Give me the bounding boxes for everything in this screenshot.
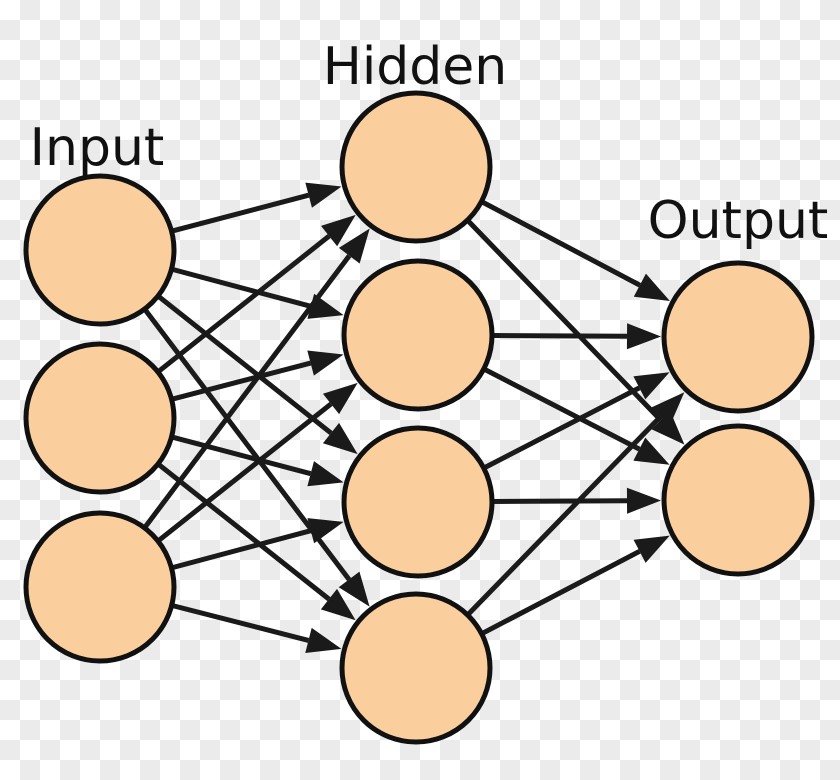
arrow-head-icon (322, 422, 358, 455)
arrow-head-icon (305, 627, 342, 654)
edge-line (157, 462, 331, 602)
edge-line (157, 401, 333, 543)
edge-h3-to-o1 (483, 372, 670, 470)
arrow-head-icon (322, 382, 358, 415)
edge-line (143, 254, 352, 529)
arrow-head-icon (307, 461, 344, 487)
edge-line (171, 192, 310, 234)
edge-i1-to-h3 (157, 294, 358, 455)
edge-h1-to-o1 (481, 199, 670, 302)
edge-i2-to-h2 (171, 350, 344, 402)
edge-line (171, 266, 312, 309)
edge-h4-to-o2 (481, 535, 670, 636)
edge-h2-to-o2 (483, 367, 670, 465)
arrow-head-icon (626, 323, 661, 350)
output-node-2[interactable] (661, 423, 815, 577)
edge-h2-to-o1 (492, 323, 661, 350)
edge-i1-to-h1 (171, 182, 342, 234)
hidden-node-3[interactable] (341, 425, 495, 579)
label-input: Input (30, 118, 165, 178)
edge-line (483, 367, 641, 452)
arrow-head-icon (651, 392, 685, 426)
label-hidden: Hidden (323, 37, 508, 97)
hidden-node-2[interactable] (341, 258, 495, 412)
arrow-head-icon (338, 228, 370, 264)
arrow-head-icon (633, 437, 670, 465)
edge-line (171, 528, 312, 571)
nodes-group (23, 90, 815, 745)
input-node-3[interactable] (23, 510, 177, 664)
arrow-head-icon (651, 411, 685, 445)
arrow-head-icon (633, 372, 670, 400)
edge-i2-to-h4 (157, 462, 356, 621)
edge-h3-to-o2 (492, 487, 661, 514)
arrow-head-icon (307, 350, 344, 376)
arrow-head-icon (321, 214, 356, 247)
edge-i2-to-h3 (171, 434, 344, 487)
edge-line (481, 199, 642, 288)
arrow-head-icon (307, 518, 344, 544)
edge-i3-to-h3 (171, 518, 344, 571)
input-node-2[interactable] (23, 341, 177, 495)
hidden-node-1[interactable] (339, 90, 493, 244)
edge-line (157, 234, 331, 374)
arrow-head-icon (633, 273, 670, 302)
edge-h1-to-o2 (466, 219, 685, 445)
edge-line (481, 549, 641, 636)
edges-group (143, 182, 685, 654)
arrow-head-icon (320, 588, 356, 621)
edge-line (483, 385, 641, 470)
input-node-1[interactable] (23, 173, 177, 327)
arrow-head-icon (338, 571, 370, 607)
label-output: Output (648, 191, 829, 251)
edge-line (466, 219, 663, 422)
arrow-head-icon (305, 182, 342, 208)
arrow-head-icon (633, 535, 670, 563)
edge-line (157, 294, 333, 436)
edge-i3-to-h4 (172, 603, 342, 654)
edge-line (492, 498, 628, 505)
edge-i2-to-h1 (157, 214, 356, 374)
edge-line (171, 434, 312, 477)
edge-line (172, 603, 310, 643)
edge-line (492, 332, 628, 339)
edge-line (171, 360, 312, 402)
edge-line (466, 414, 663, 616)
output-node-1[interactable] (661, 260, 815, 414)
edge-h4-to-o1 (466, 392, 685, 616)
edge-i3-to-h2 (157, 382, 358, 543)
arrow-head-icon (626, 487, 661, 514)
edge-i3-to-h1 (143, 228, 370, 529)
hidden-node-4[interactable] (339, 591, 493, 745)
